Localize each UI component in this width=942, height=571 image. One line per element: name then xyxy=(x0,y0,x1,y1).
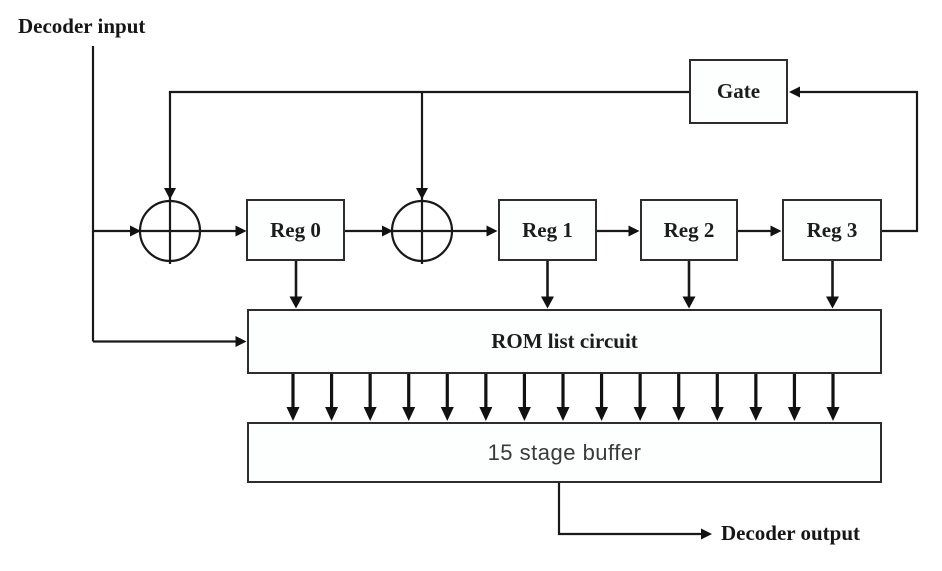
register-box-2-label: Reg 2 xyxy=(663,217,715,242)
rom-buffer-arrowhead xyxy=(363,407,377,421)
rom-buffer-arrowhead xyxy=(710,407,724,421)
connector-buffer-to-output xyxy=(557,482,703,536)
arrowhead-into-xor2 xyxy=(382,225,393,237)
rom-buffer-arrowhead xyxy=(826,407,840,421)
connector-reg3-to-gate xyxy=(797,90,919,233)
rom-list-circuit-label: ROM list circuit xyxy=(491,329,638,353)
arrowhead-into-reg0 xyxy=(235,225,247,237)
arrowhead-feedback-xor1 xyxy=(164,188,176,200)
register-box-1-label: Reg 1 xyxy=(522,217,573,242)
arrowhead-reg3-rom xyxy=(826,296,839,309)
register-box-2: Reg 2 xyxy=(640,199,738,261)
rom-buffer-arrowhead xyxy=(595,407,609,421)
rom-buffer-arrowhead xyxy=(325,407,339,421)
arrowhead-decoder-output xyxy=(701,528,712,540)
arrowhead-into-reg3 xyxy=(770,225,782,237)
rom-list-circuit-box: ROM list circuit xyxy=(247,309,882,374)
rom-buffer-arrowhead xyxy=(787,407,801,421)
rom-buffer-arrowhead xyxy=(286,407,300,421)
arrowhead-reg1-rom xyxy=(541,296,554,309)
rom-buffer-arrowhead xyxy=(440,407,454,421)
register-box-3: Reg 3 xyxy=(782,199,882,261)
rom-buffer-arrowhead xyxy=(633,407,647,421)
rom-buffer-arrowhead xyxy=(479,407,493,421)
register-box-1: Reg 1 xyxy=(498,199,597,261)
arrowhead-feedback-xor2 xyxy=(416,188,428,200)
register-box-0: Reg 0 xyxy=(246,199,345,261)
decoder-input-label: Decoder input xyxy=(18,14,146,38)
arrowhead-into-xor1 xyxy=(130,225,141,237)
arrowhead-into-rom-left xyxy=(235,336,247,347)
arrowhead-into-reg1 xyxy=(486,225,498,237)
rom-buffer-arrowhead xyxy=(749,407,763,421)
arrowhead-reg0-rom xyxy=(289,296,303,309)
decoder-output-label: Decoder output xyxy=(721,521,861,545)
gate-box-label: Gate xyxy=(716,79,761,103)
register-box-0-label: Reg 0 xyxy=(270,217,321,242)
rom-buffer-arrows xyxy=(286,374,840,421)
rom-buffer-arrowhead xyxy=(517,407,531,421)
rom-buffer-arrowhead xyxy=(672,407,686,421)
arrowhead-reg2-rom xyxy=(682,296,696,309)
rom-buffer-arrowhead xyxy=(402,407,416,421)
stage-buffer-label: 15 stage buffer xyxy=(487,439,642,465)
arrowhead-into-gate xyxy=(789,86,800,98)
arrowhead-into-reg2 xyxy=(628,225,640,237)
stage-buffer-box: 15 stage buffer xyxy=(247,422,882,483)
rom-buffer-arrowhead xyxy=(556,407,570,421)
gate-box: Gate xyxy=(689,59,788,124)
register-box-3-label: Reg 3 xyxy=(806,217,858,242)
